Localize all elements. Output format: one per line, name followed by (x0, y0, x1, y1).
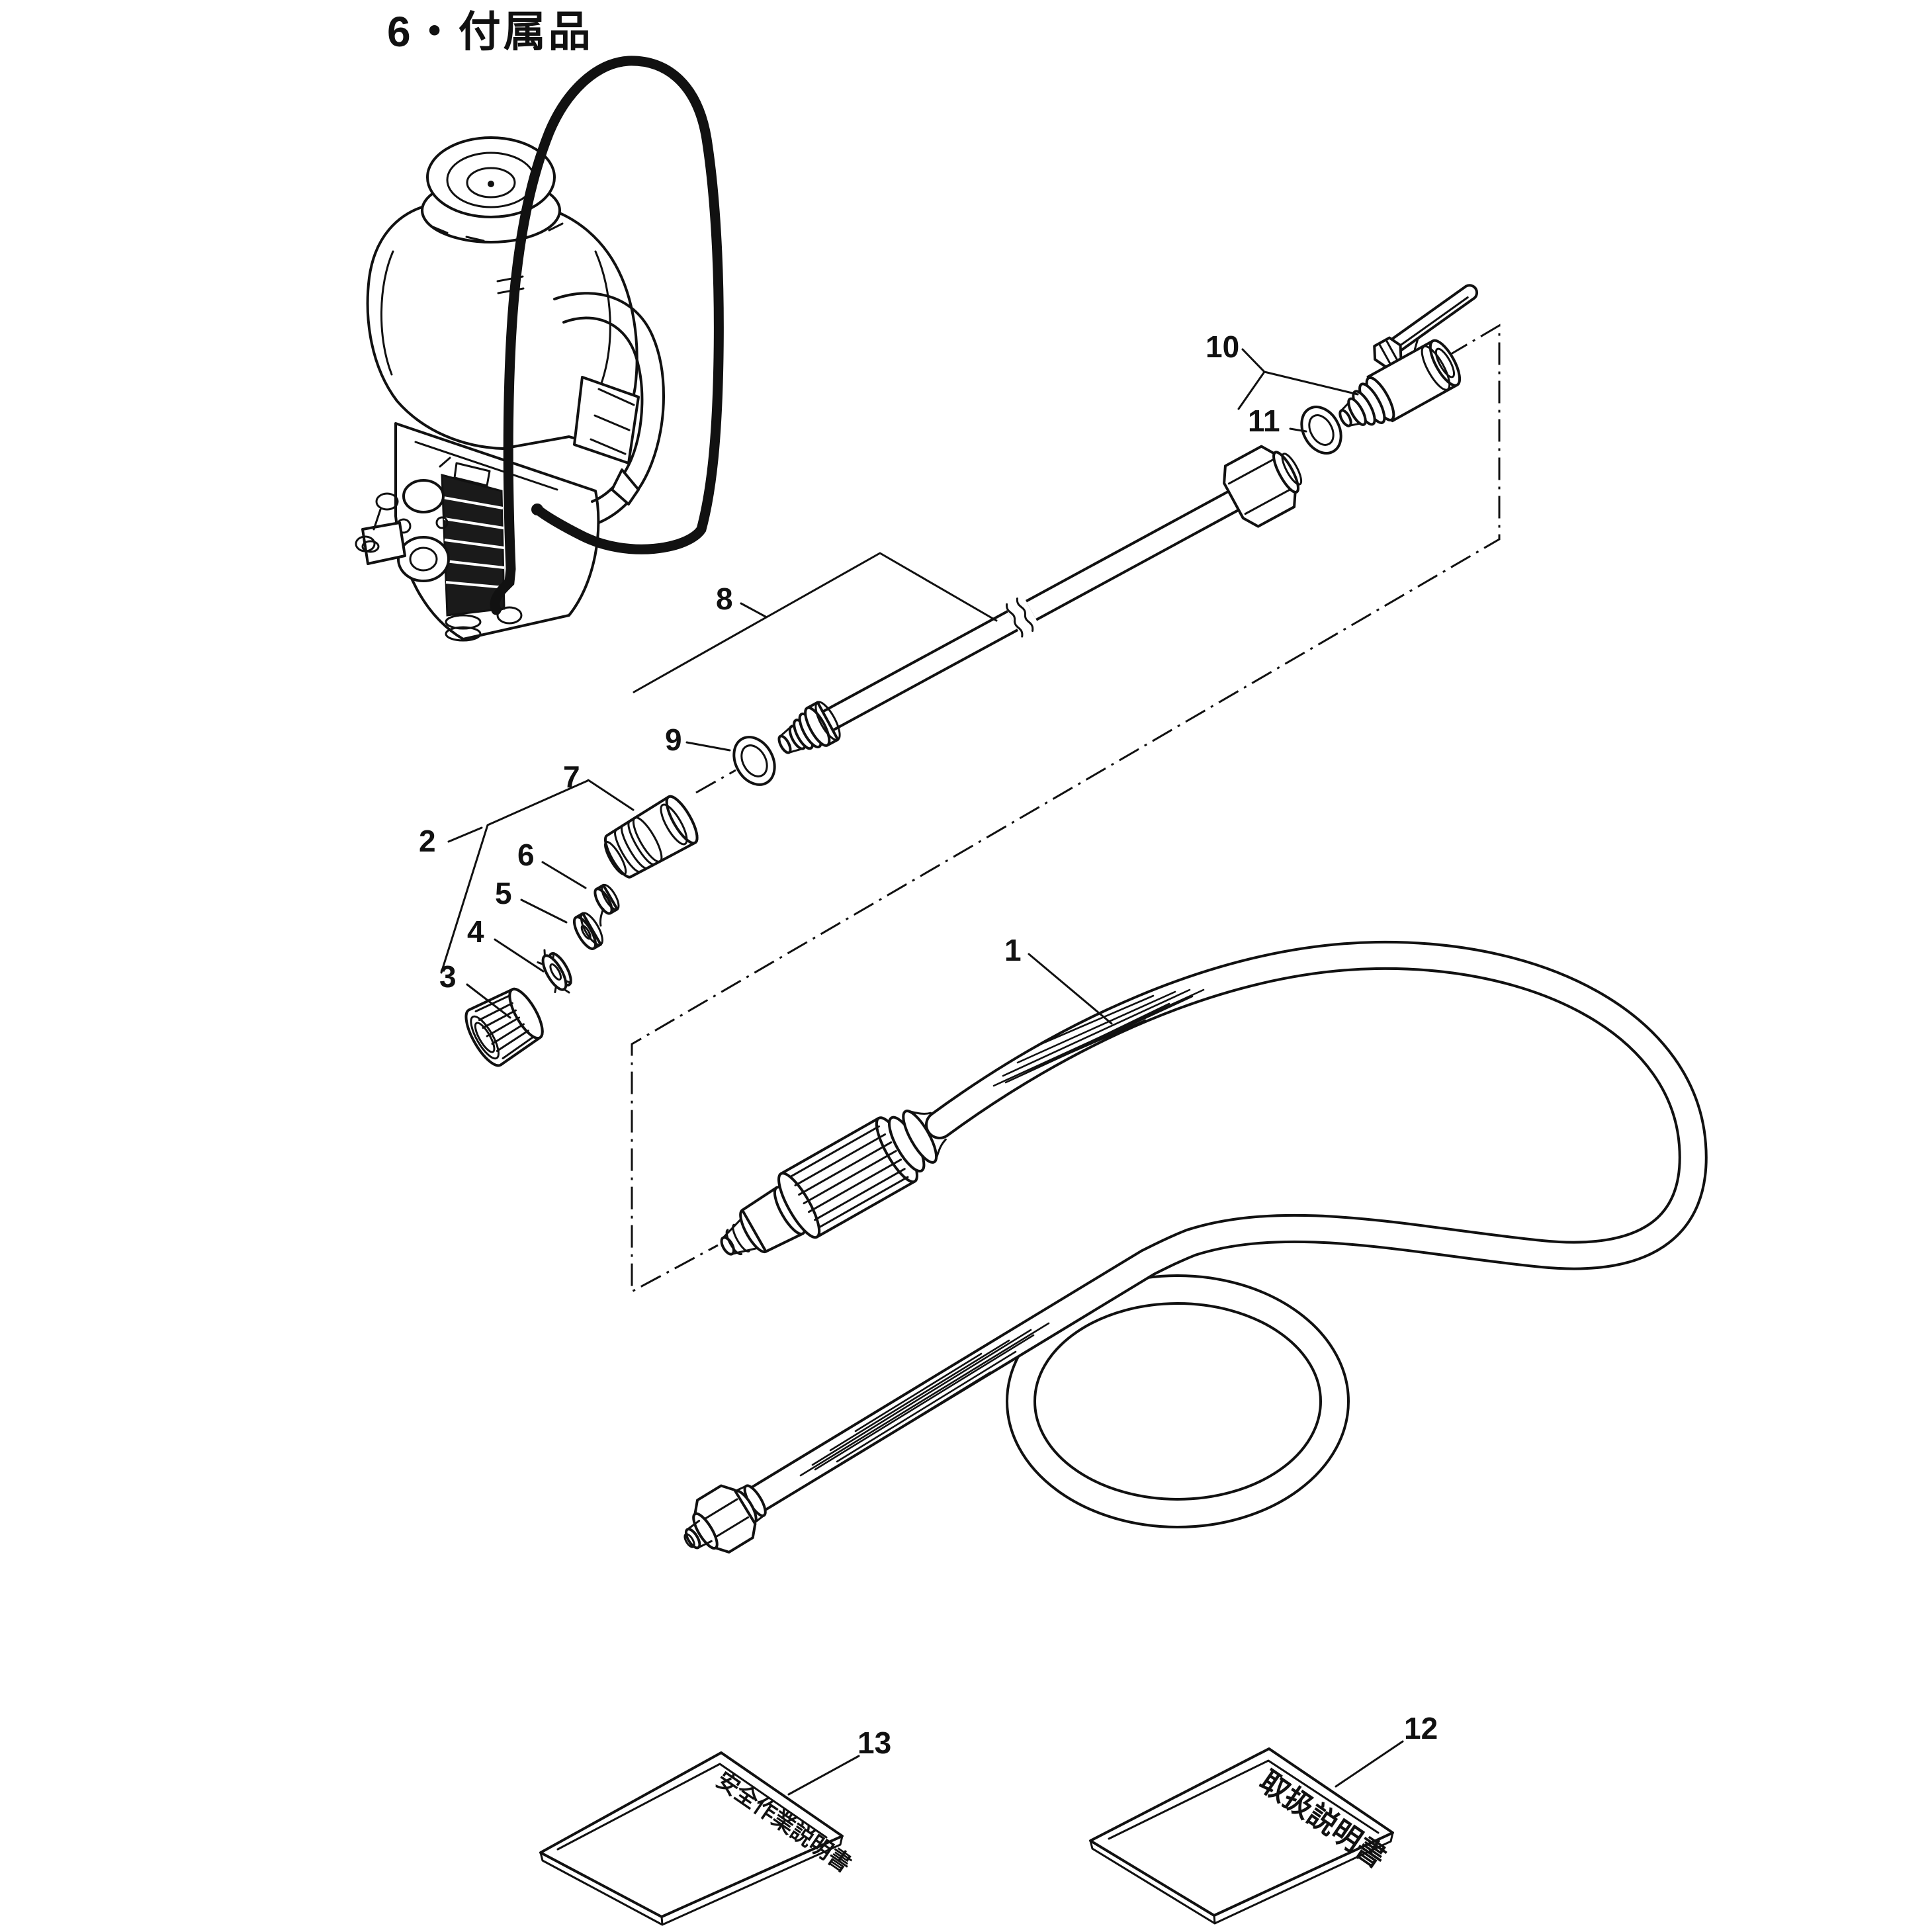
gasket-9 (732, 736, 776, 786)
part-label-2: 2 (419, 824, 436, 858)
part-label-1: 1 (1004, 933, 1022, 967)
bracket-2 (440, 779, 589, 974)
bracket-10 (1237, 348, 1359, 410)
part-label-8: 8 (716, 582, 733, 616)
nozzle-disc-5 (572, 912, 603, 950)
hose-hatching-lower (799, 1322, 1050, 1477)
leader-3 (466, 983, 511, 1019)
lance-assembly (732, 445, 1303, 786)
pipe-break (1006, 603, 1024, 638)
hose-end-fitting (683, 1484, 767, 1554)
nozzle-head-7 (603, 795, 699, 879)
supply-hose-arc (490, 56, 724, 615)
part-label-12: 12 (1404, 1711, 1438, 1745)
gasket-11 (1300, 406, 1342, 455)
engine (355, 457, 523, 642)
nozzle-axis-line (695, 769, 736, 794)
grip-ribs (790, 1125, 909, 1228)
part-labels: 1 2 3 4 5 6 7 8 9 10 11 12 13 (419, 329, 1438, 1760)
hose-inlet-joint (531, 504, 543, 515)
leader-6 (541, 861, 587, 889)
strainer-plate-4 (537, 949, 572, 994)
part-label-9: 9 (665, 723, 682, 757)
center-lines (631, 324, 1501, 1294)
leader-7 (587, 779, 635, 811)
sprayer-unit-illustration (355, 56, 724, 642)
part-label-5: 5 (495, 876, 512, 910)
leader-8 (740, 602, 767, 618)
part-label-11: 11 (1248, 404, 1280, 438)
part-label-4: 4 (467, 914, 484, 949)
carry-frame (553, 292, 665, 524)
safety-booklet-13: 安全作業説明書 (539, 1751, 856, 1926)
lance-coupling-nut (1223, 445, 1303, 528)
leader-9 (685, 741, 731, 752)
leader-11 (1289, 427, 1307, 433)
part-label-3: 3 (439, 959, 457, 994)
hose-connector (496, 275, 525, 294)
hose-loop-outer (1006, 1274, 1350, 1528)
part-label-7: 7 (563, 760, 580, 794)
bracket-8 (633, 552, 998, 693)
leader-13 (787, 1755, 860, 1796)
leader-1 (1028, 953, 1113, 1025)
part-label-6: 6 (517, 838, 535, 872)
hose-loop-inner (1033, 1302, 1322, 1501)
nozzle-parts (464, 795, 699, 1067)
ball-valve-assembly (1300, 284, 1478, 455)
page-title: 6・付属品 (387, 8, 593, 56)
part-label-10: 10 (1206, 329, 1239, 364)
manual-booklet-12: 取扱説明書 (1089, 1747, 1394, 1925)
spray-grip (720, 1110, 947, 1256)
leader-2 (447, 826, 483, 843)
cap-nut-3 (464, 987, 544, 1067)
part-label-13: 13 (857, 1726, 891, 1760)
leader-5 (520, 899, 568, 924)
swirl-plate-6 (593, 883, 620, 927)
assembly-axis-line (631, 324, 1501, 1294)
leader-4 (494, 938, 545, 973)
hose-hatching-upper (992, 988, 1205, 1087)
ball-valve (1339, 284, 1478, 427)
spray-hose (683, 940, 1708, 1554)
leader-lines (440, 348, 1404, 1796)
leader-12 (1335, 1740, 1404, 1788)
